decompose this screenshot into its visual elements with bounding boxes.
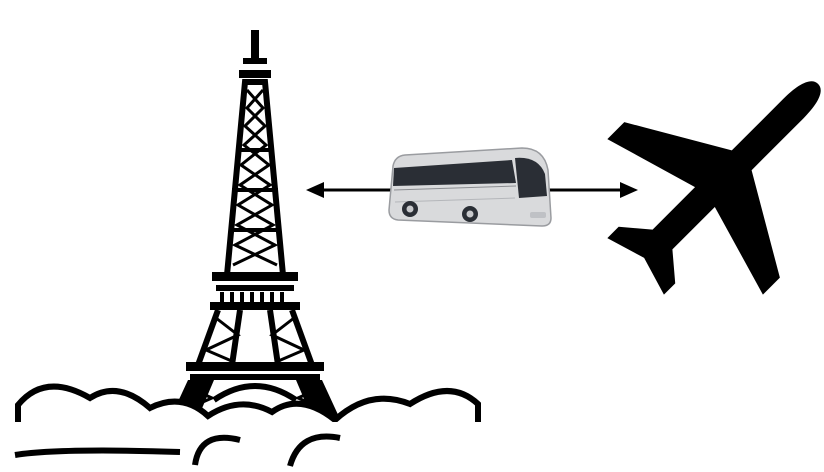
eiffel-tower-icon [164,30,346,432]
airplane-icon [558,6,824,344]
bus-icon [389,148,551,226]
